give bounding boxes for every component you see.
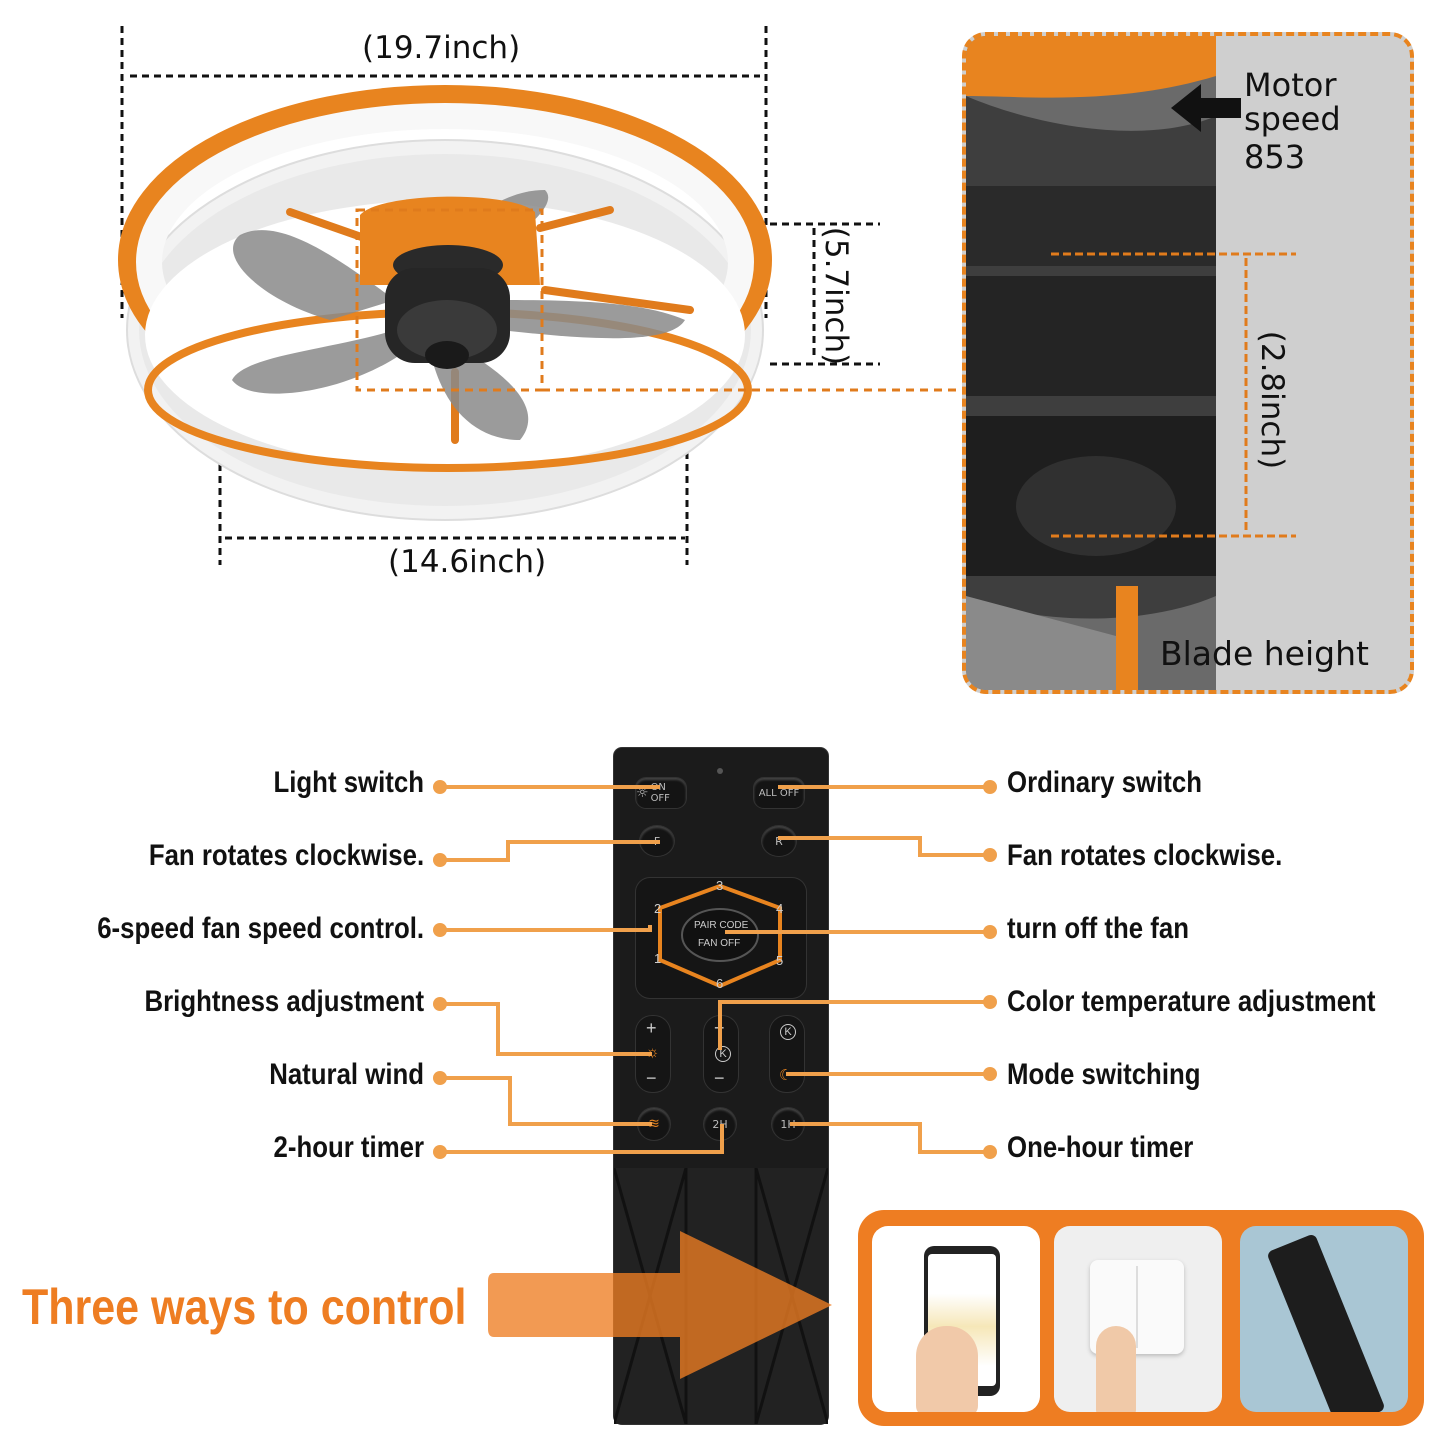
- label-fan-clockwise-right: Fan rotates clockwise.: [1007, 839, 1283, 872]
- label-color-temperature: Color temperature adjustment: [1007, 985, 1376, 1018]
- label-brightness: Brightness adjustment: [144, 985, 424, 1018]
- speed-3[interactable]: 3: [716, 878, 724, 893]
- wall-switch-image: [1054, 1226, 1222, 1412]
- remote-icon: [1266, 1233, 1386, 1412]
- label-two-hour-timer: 2-hour timer: [273, 1131, 424, 1164]
- speed-4[interactable]: 4: [776, 901, 784, 916]
- pair-code-label[interactable]: PAIR CODE: [694, 920, 749, 931]
- label-ordinary-switch: Ordinary switch: [1007, 766, 1202, 799]
- three-ways-title: Three ways to control: [22, 1279, 467, 1335]
- detail-panel: Motor speed 853 (2.8inch) Blade height: [962, 32, 1414, 694]
- callout-dot: [433, 1071, 447, 1085]
- control-methods-panel: [858, 1210, 1424, 1426]
- label-mode-switching: Mode switching: [1007, 1058, 1201, 1091]
- wind-icon: ≋: [648, 1116, 660, 1132]
- callout-dot: [433, 923, 447, 937]
- speed-2[interactable]: 2: [654, 901, 662, 916]
- callout-dot: [433, 780, 447, 794]
- all-off-button[interactable]: ALL OFF: [754, 778, 804, 808]
- blade-height-label: Blade height: [1160, 634, 1369, 673]
- height-dimension: (5.7inch): [818, 226, 854, 366]
- motor-label-line2: speed 853: [1244, 100, 1341, 176]
- label-turn-off-fan: turn off the fan: [1007, 912, 1190, 945]
- speed-5[interactable]: 5: [776, 953, 784, 968]
- callout-dot: [433, 1145, 447, 1159]
- label-natural-wind: Natural wind: [269, 1058, 424, 1091]
- brightness-minus[interactable]: −: [646, 1068, 657, 1088]
- mode-moon-icon: ☾: [779, 1067, 793, 1084]
- callout-dot: [433, 997, 447, 1011]
- reverse-rotation-button[interactable]: R: [762, 826, 796, 856]
- callout-dot: [983, 1067, 997, 1081]
- callout-dot: [983, 925, 997, 939]
- label-light-switch: Light switch: [273, 766, 425, 799]
- app-control-image: [872, 1226, 1040, 1412]
- callout-dot: [983, 848, 997, 862]
- bottom-width-dimension: (14.6inch): [388, 544, 547, 580]
- label-fan-clockwise-left: Fan rotates clockwise.: [148, 839, 424, 872]
- callout-dot: [433, 853, 447, 867]
- brightness-sun-icon: ☼: [645, 1044, 660, 1061]
- speed-6[interactable]: 6: [716, 976, 724, 991]
- brightness-plus[interactable]: +: [646, 1018, 657, 1038]
- fan-off-button[interactable]: FAN OFF: [698, 938, 741, 949]
- speed-1[interactable]: 1: [654, 951, 662, 966]
- mode-k-icon: K: [780, 1024, 796, 1040]
- callout-dot: [983, 780, 997, 794]
- width-dimension: (19.7inch): [362, 30, 521, 66]
- motor-label-line1: Motor: [1244, 66, 1337, 104]
- color-temp-minus[interactable]: −: [714, 1068, 725, 1088]
- callout-dot: [983, 995, 997, 1009]
- arrow-icon: [488, 1231, 832, 1379]
- callout-lines: [440, 785, 988, 1154]
- remote-image: [1240, 1226, 1408, 1412]
- label-six-speed: 6-speed fan speed control.: [97, 912, 424, 945]
- callout-dot: [983, 1145, 997, 1159]
- color-temp-k-icon: K: [715, 1046, 731, 1062]
- blade-span-dimension: (2.8inch): [1254, 330, 1290, 470]
- label-one-hour-timer: One-hour timer: [1007, 1131, 1194, 1164]
- fan-illustration: [118, 26, 960, 565]
